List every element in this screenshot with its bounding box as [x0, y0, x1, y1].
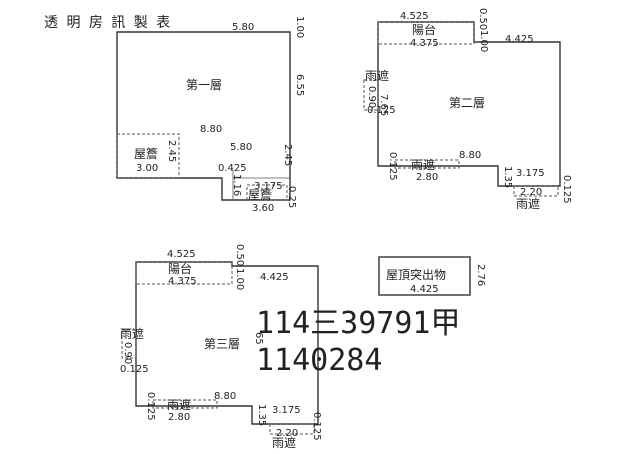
f2-dim-left2: 7.65 [378, 94, 389, 116]
f1-dim-bottom: 3.60 [252, 203, 274, 214]
f3-dim-main: 8.80 [214, 391, 236, 402]
f3-canopy-bottom-label: 雨遮 [167, 397, 191, 412]
f3-dim-bal-top: 4.525 [167, 249, 196, 260]
roof-structure-plan: 屋頂突出物 4.425 2.76 [378, 256, 486, 296]
f2-dim-step-w: 3.175 [516, 168, 545, 179]
f2-dim-right-top: 4.425 [505, 34, 534, 45]
f3-dim-br-w: 2.20 [276, 428, 298, 439]
floor-3-br-canopy [269, 423, 315, 435]
f2-dim-bal-in: 4.375 [410, 38, 439, 49]
f2-dim-br-r: 0.125 [561, 175, 572, 204]
f3-balcony-label: 陽台 [168, 261, 192, 276]
f3-floor-name: 第三層 [204, 337, 240, 351]
f1-dim-low-r: 0.25 [286, 186, 297, 208]
f2-dim-left1: 0.90 [366, 86, 377, 108]
f1-floor-name: 第一層 [186, 78, 222, 92]
f1-dim-step-h: 1.16 [231, 174, 242, 196]
f1-dim-right-low: 2.45 [282, 144, 293, 166]
f2-dim-bal-v2: 1.00 [478, 30, 489, 52]
stamp-line-2: 1140284 [256, 343, 382, 378]
floor-2-balcony [377, 21, 475, 45]
f1-dim-eave-h: 2.45 [166, 140, 177, 162]
roof-dim-height: 2.76 [475, 264, 486, 286]
f2-dim-bal-v: 0.50 [477, 8, 488, 30]
f3-dim-left2: 0.125 [120, 364, 149, 375]
roof-structure-outline [378, 256, 471, 296]
floor-2-left-canopy [363, 79, 379, 111]
f2-dim-br-w: 2.20 [520, 187, 542, 198]
f1-dim-low-w: 3.175 [254, 181, 283, 192]
f2-dim-main: 8.80 [459, 150, 481, 161]
f3-dim-br-r: 0.125 [311, 412, 322, 441]
floor-2-br-canopy [513, 185, 559, 197]
f1-dim-mid: 8.80 [200, 124, 222, 135]
f1-dim-right-mid: 6.55 [294, 74, 305, 96]
f1-eave-label-2: 屋簷 [248, 188, 272, 202]
f2-canopy-bottom-label: 雨遮 [411, 157, 435, 172]
f2-floor-name: 第二層 [449, 96, 485, 110]
floor-1-plan: 5.80 1.00 6.55 第一層 8.80 5.80 2.45 屋簷 2.4… [116, 16, 305, 214]
f2-canopy-br-label: 雨遮 [516, 196, 540, 211]
f1-dim-top: 5.80 [232, 22, 254, 33]
f1-eave-label: 屋簷 [134, 147, 158, 161]
stamp-line-1: 114三39791甲 [256, 306, 461, 341]
f3-dim-bottom-left: 0.125 [145, 392, 156, 421]
f3-canopy-br-label: 雨遮 [272, 435, 296, 450]
floor-1-outline [116, 31, 291, 201]
f3-dim-bal-v2: 1.00 [234, 268, 245, 290]
f3-dim-bal-in: 4.375 [168, 276, 197, 287]
f2-canopy-left-label: 雨遮 [365, 68, 389, 83]
floor-3-plan: 4.525 0.50 陽台 1.00 4.375 4.425 雨遮 0.90 第… [120, 244, 322, 450]
f3-dim-canopy-w: 2.80 [168, 412, 190, 423]
f3-dim-right-mid: 65 [253, 332, 264, 345]
f2-dim-bal-top: 4.525 [400, 11, 429, 22]
f2-balcony-label: 陽台 [412, 22, 436, 37]
f3-dim-right-top: 4.425 [260, 272, 289, 283]
f1-dim-eave-w: 3.00 [136, 163, 158, 174]
f2-dim-left3: 0.125 [367, 105, 396, 116]
f3-canopy-left-label: 雨遮 [120, 326, 144, 341]
f2-dim-step-h: 1.35 [502, 166, 513, 188]
floor-3-bottom-canopy [152, 399, 218, 409]
floor-1-eave-zone-lower [246, 184, 288, 201]
reference-number-stamp: 114三39791甲 1140284 [256, 306, 461, 378]
f3-dim-step-w: 3.175 [272, 405, 301, 416]
f2-dim-canopy-w: 2.80 [416, 172, 438, 183]
f2-dim-bottom-left: 0.125 [387, 152, 398, 181]
floor-3-balcony [135, 261, 233, 285]
f1-dim-right-top: 1.00 [294, 16, 305, 38]
f3-dim-left1: 0.90 [122, 342, 133, 364]
floor-3-left-canopy [121, 329, 137, 359]
roof-dim-width: 4.425 [410, 284, 439, 295]
floor-2-plan: 4.525 0.50 陽台 1.00 4.375 4.425 雨遮 0.90 7… [363, 8, 572, 211]
f3-dim-step-h: 1.35 [256, 404, 267, 426]
f1-dim-step: 0.425 [218, 163, 247, 174]
floor-2-bottom-canopy [394, 159, 460, 169]
roof-structure-name: 屋頂突出物 [386, 267, 446, 282]
f1-dim-inner: 5.80 [230, 142, 252, 153]
floor-1-eave-zone [116, 133, 180, 179]
f3-dim-bal-v: 0.50 [234, 244, 245, 266]
sheet-title: 透 明 房 訊 製 表 [44, 15, 172, 31]
